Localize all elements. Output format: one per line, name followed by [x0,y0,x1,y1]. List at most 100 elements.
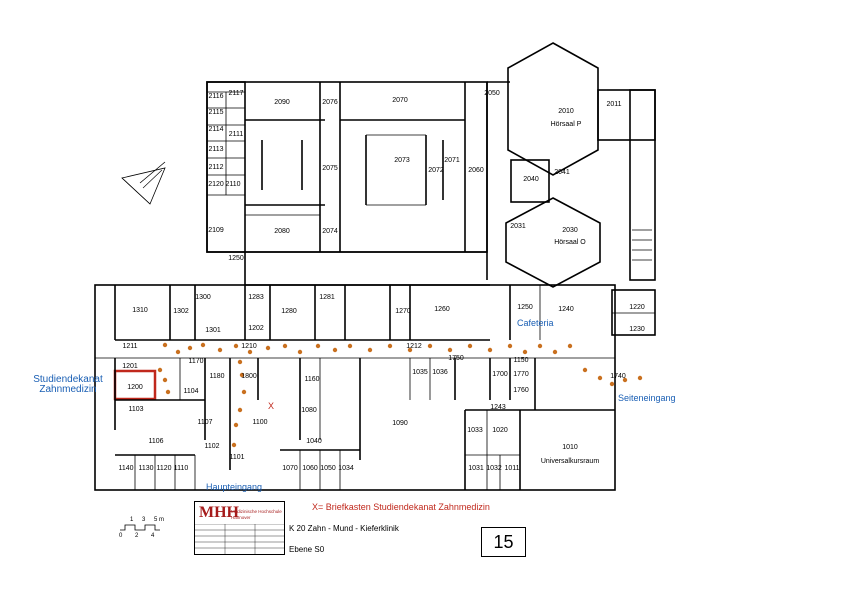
room-label-2112: 2112 [208,164,223,171]
title-block-grid [195,524,284,554]
building-title: K 20 Zahn - Mund - Kieferklinik [289,524,399,533]
footprint-icon [157,367,163,373]
room-label-1260: 1260 [434,306,450,313]
mailbox-marker: X [268,401,275,411]
footprint-icon [233,422,239,428]
room-label-1034: 1034 [338,465,354,472]
room-label-2117: 2117 [228,90,243,97]
footprint-icon [165,389,171,395]
room-label-2111: 2111 [229,131,244,138]
footprint-icon [241,389,247,395]
institution-name: Medizinische Hochschule Hannover [231,509,282,520]
footprint-icon [582,367,588,373]
room-label-1300: 1300 [195,294,211,301]
room-label-1010: 1010 [562,444,578,451]
footprint-icon [387,343,393,349]
upper-wing [206,81,510,280]
room-label-1212: 1212 [406,343,422,350]
room-label-2070: 2070 [392,97,408,104]
room-label-1040: 1040 [306,438,322,445]
footprint-icon [175,349,181,355]
footprint-icon [507,343,513,349]
room-label-1230: 1230 [629,326,645,333]
room-label-1243: 1243 [490,404,506,411]
room-label-2076: 2076 [322,99,338,106]
footprint-icon [367,347,373,353]
north-arrow-icon [121,161,166,205]
room-label-1202: 1202 [248,325,264,332]
room-label-1250: 1250 [517,304,533,311]
room-label-1283: 1283 [248,294,264,301]
footprint-icon [407,347,413,353]
scale-tick-4: 4 [151,533,155,539]
footprint-icon [239,372,245,378]
footprint-icon [231,442,237,448]
footprint-icon [265,345,271,351]
room-label-2115: 2115 [208,109,223,116]
room-label-1020: 1020 [492,427,508,434]
room-label-1302: 1302 [173,308,189,315]
scale-tick-5: 5 m [154,517,165,523]
footprint-icon [200,342,206,348]
scale-tick-0: 0 [119,533,123,539]
room-label-1750: 1750 [448,355,464,362]
lower-wing [94,251,656,491]
room-label-1035: 1035 [412,369,428,376]
room-label-2050: 2050 [484,90,500,97]
footprint-icon [233,343,239,349]
room-label-1036: 1036 [432,369,448,376]
room-label-1110: 1110 [174,465,189,472]
room-label-2060: 2060 [468,167,484,174]
room-label-1104: 1104 [183,388,198,395]
cafeteria-label: Cafeteria [517,318,554,328]
room-label-2109: 2109 [208,227,224,234]
scale-bar [120,524,160,531]
room-label-2113: 2113 [208,146,223,153]
room-label-1150: 1150 [513,357,528,364]
room-label-2116: 2116 [208,93,223,100]
room-label-1102: 1102 [204,443,219,450]
footprint-icon [637,375,643,381]
room-label-2041: 2041 [554,169,570,176]
footprint-icon [237,407,243,413]
room-label-1760: 1760 [513,387,529,394]
page-number: 15 [481,527,526,557]
room-label-1240: 1240 [558,306,574,313]
room-label-1770: 1770 [513,371,529,378]
room-label-2114: 2114 [208,126,223,133]
room-label-2010: 2010 [558,108,574,115]
footprint-icon [537,343,543,349]
footprint-icon [609,381,615,387]
footprint-icon [247,349,253,355]
main-entrance-label: Haupteingang [206,482,263,492]
room-label-2073: 2073 [394,157,410,164]
footprint-icon [447,347,453,353]
room-label-1211: 1211 [122,343,137,350]
room-label-1032: 1032 [486,465,502,472]
mhh-logo-mark: MHH [199,504,239,521]
room-label-1210: 1210 [241,343,257,350]
room-label-1310: 1310 [132,307,148,314]
room-label-2010b: Hörsaal P [551,121,582,128]
room-label-2071: 2071 [444,157,460,164]
room-label-2120: 2120 [208,181,224,188]
mhh-logo: MHH Medizinische Hochschule Hannover [194,501,285,555]
room-label-1106: 1106 [148,438,163,445]
room-label-1180: 1180 [209,373,224,380]
room-label-1103: 1103 [128,406,143,413]
room-label-2011: 2011 [606,101,621,108]
room-label-1060: 1060 [302,465,318,472]
room-label-1130: 1130 [138,465,153,472]
room-label-1220: 1220 [629,304,645,311]
footprint-icon [217,347,223,353]
route-footprints [157,342,643,448]
room-label-1201: 1201 [122,363,138,370]
room-label-1200: 1200 [127,384,143,391]
footprint-icon [347,343,353,349]
room-label-1700: 1700 [492,371,508,378]
room-label-1101: 1101 [229,454,244,461]
room-label-1301: 1301 [205,327,221,334]
side-entrance-label: Seiteneingang [618,393,676,403]
room-label-1010b: Universalkursraum [541,458,600,465]
